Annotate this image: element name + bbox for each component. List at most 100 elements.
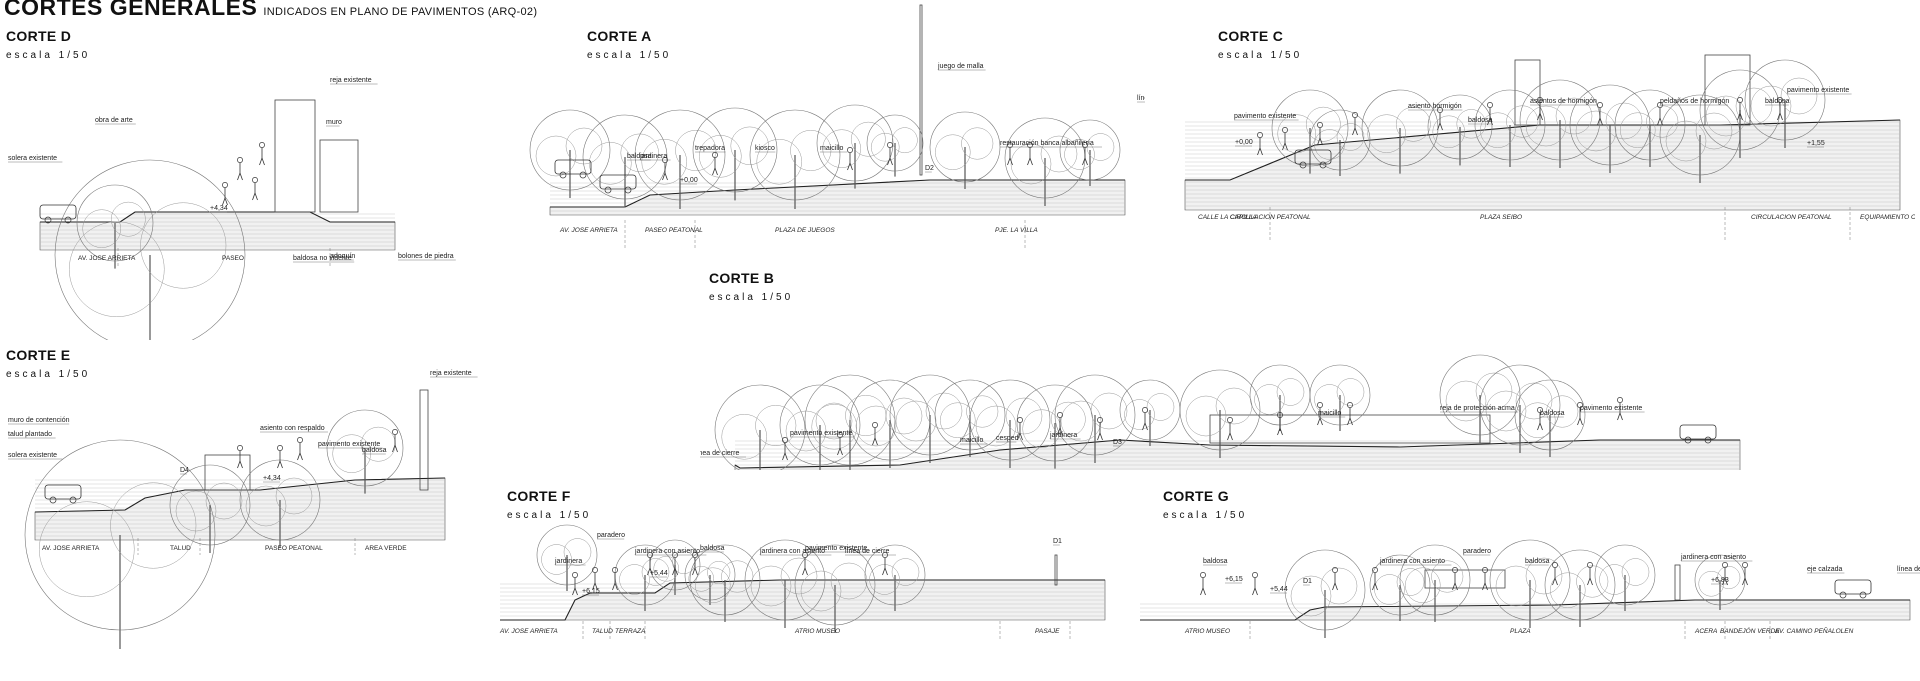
- person-leg: [1539, 112, 1543, 121]
- tree-canopy: [1479, 364, 1561, 446]
- tree-foliage: [721, 560, 754, 593]
- tree-canopy: [1369, 554, 1431, 616]
- zone-label: AREA VERDE: [365, 545, 407, 552]
- sheet-title: CORTES GENERALES: [4, 0, 258, 20]
- tree-foliage: [935, 134, 971, 170]
- tree-foliage: [69, 221, 165, 317]
- person-leg: [594, 582, 598, 591]
- person-head: [1487, 102, 1493, 108]
- person-leg: [1484, 582, 1488, 591]
- tree-foliage: [175, 490, 217, 532]
- tree-foliage: [140, 202, 227, 289]
- car-wheel: [1859, 591, 1867, 599]
- person-leg: [614, 582, 618, 591]
- structure: [1054, 554, 1058, 586]
- annotation-label: maicillo: [960, 437, 983, 444]
- annotation-label: D3: [1113, 439, 1122, 446]
- person-leg: [1482, 582, 1486, 591]
- annotation-label: D2: [925, 165, 934, 172]
- tree-foliage: [563, 538, 592, 566]
- tree-foliage: [1405, 567, 1441, 603]
- person-leg: [1552, 577, 1556, 586]
- person-head: [1452, 567, 1458, 573]
- person-leg: [804, 567, 808, 576]
- zone-label: EQUIPAMIENTO COMERCIAL: [1860, 214, 1915, 221]
- annotation-label: paradero: [597, 532, 625, 539]
- car-wheel: [1839, 591, 1847, 599]
- annotation-label: baldosa: [362, 447, 387, 454]
- person-head: [1722, 562, 1728, 568]
- tree-foliage: [1555, 97, 1593, 135]
- person-leg: [1027, 157, 1031, 166]
- person-leg: [1319, 137, 1323, 146]
- annotation-label: kiosco: [755, 145, 775, 152]
- annotation-label: juego de malla: [937, 63, 984, 70]
- tree-canopy: [1514, 379, 1586, 451]
- person-head: [252, 177, 258, 183]
- tree-canopy: [76, 184, 154, 262]
- annotation-label: línea de cierre: [1137, 95, 1145, 102]
- annotation-label: pavimento existente: [805, 545, 867, 552]
- person-leg: [1017, 432, 1021, 441]
- ground-mass: [39, 211, 396, 251]
- tree-foliage: [891, 127, 918, 154]
- tree-foliage: [1336, 378, 1365, 406]
- tree-canopy: [1059, 119, 1121, 181]
- person-head: [277, 445, 283, 451]
- structure: [204, 454, 251, 491]
- tree-foliage: [1515, 382, 1553, 420]
- annotation-label: jardinera con asiento: [1379, 558, 1445, 565]
- person-leg: [672, 567, 676, 576]
- tree-foliage: [1695, 112, 1733, 150]
- tree-canopy: [582, 114, 668, 200]
- person-leg: [1374, 582, 1378, 591]
- person-head: [1027, 142, 1033, 148]
- tree-foliage: [1146, 393, 1175, 421]
- person-head: [1597, 102, 1603, 108]
- person-leg: [1779, 112, 1783, 121]
- section-title: CORTE A: [587, 28, 652, 44]
- person-head: [1737, 97, 1743, 103]
- annotation-label: D4: [180, 467, 189, 474]
- tree-canopy: [1614, 89, 1686, 161]
- person-head: [1317, 402, 1323, 408]
- tree-foliage: [1314, 129, 1345, 160]
- person-leg: [1019, 432, 1023, 441]
- car-wheel: [69, 496, 77, 504]
- car-body: [554, 159, 592, 175]
- tree-foliage: [620, 133, 659, 172]
- person-leg: [1252, 587, 1256, 596]
- person-leg: [279, 460, 283, 469]
- annotation-label: adoquín: [330, 253, 355, 260]
- tree-canopy: [24, 439, 216, 631]
- annotation-label: +0,00: [1235, 139, 1253, 146]
- annotation-label: asientos de hormigón: [1530, 98, 1597, 105]
- tree-foliage: [275, 477, 313, 515]
- annotation-label: pavimento existente: [1234, 113, 1296, 120]
- person-leg: [592, 582, 596, 591]
- car-wheel: [624, 186, 632, 194]
- tree-foliage: [1040, 135, 1078, 173]
- tree-foliage: [790, 130, 832, 171]
- tree-foliage: [1124, 399, 1155, 430]
- annotation-label: jardinera: [1049, 432, 1077, 439]
- structure: [319, 139, 359, 213]
- person-leg: [1332, 582, 1336, 591]
- ground-line: [550, 179, 1125, 208]
- person-head: [1332, 567, 1338, 573]
- person-head: [572, 572, 578, 578]
- tree-canopy: [1399, 544, 1471, 616]
- annotation-label: baldosa: [1468, 117, 1493, 124]
- person-leg: [1082, 157, 1086, 166]
- person-leg: [1744, 577, 1748, 586]
- tree-foliage: [1090, 392, 1128, 430]
- person-leg: [1617, 412, 1621, 421]
- tree-foliage: [961, 127, 994, 160]
- tree-foliage: [730, 126, 769, 165]
- tree-foliage: [619, 564, 650, 595]
- tree-foliage: [541, 544, 572, 575]
- person-leg: [572, 587, 576, 596]
